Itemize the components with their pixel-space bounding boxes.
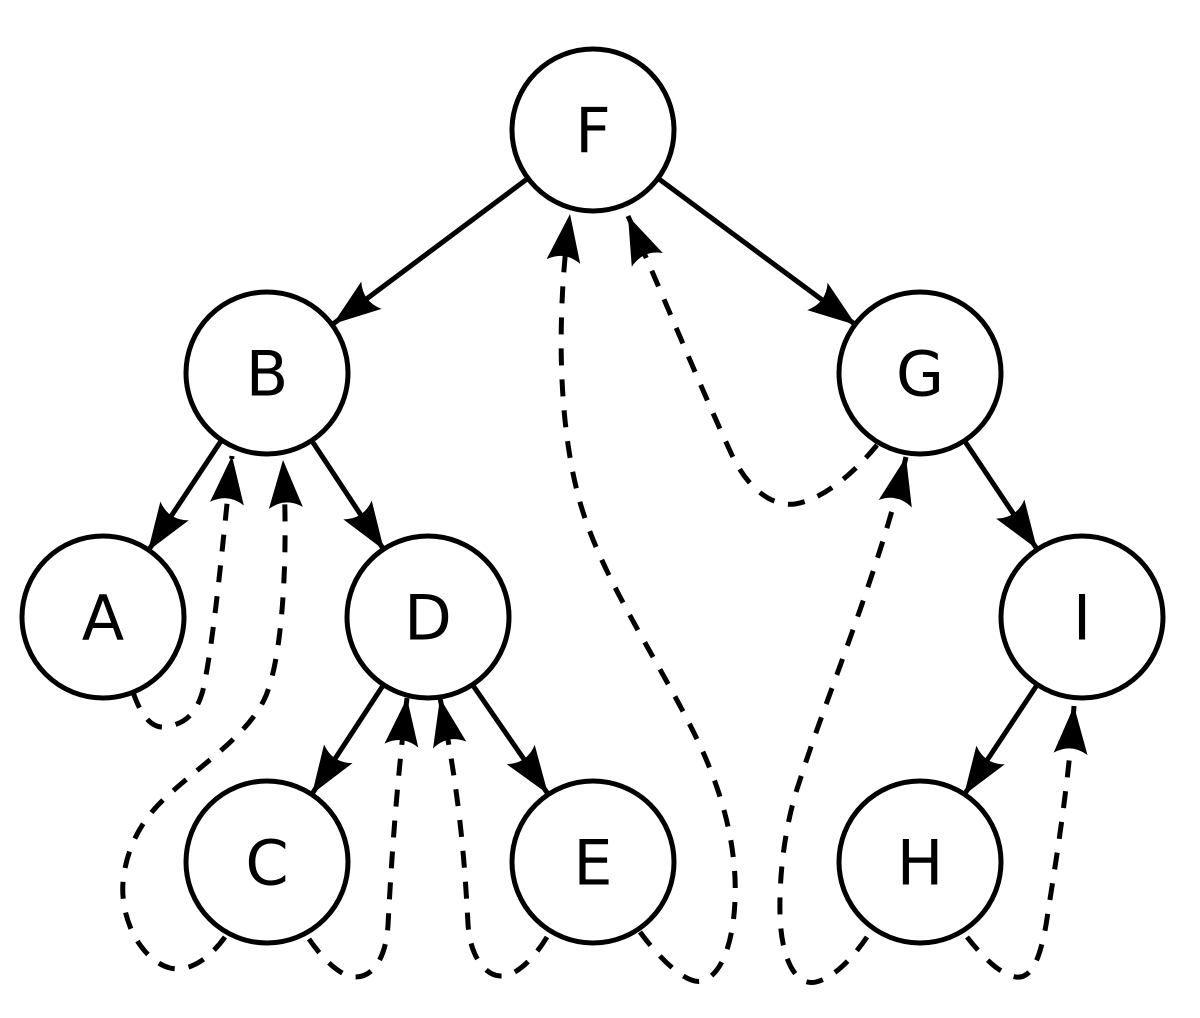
edge-D-to-E	[469, 682, 551, 796]
node-circle-F	[509, 46, 677, 214]
edge-B-to-D	[309, 439, 387, 552]
node-G: G	[836, 289, 1004, 457]
node-C: C	[183, 778, 351, 946]
edge-F-to-G	[657, 176, 858, 328]
edge-B-to-A	[145, 439, 224, 553]
edge-G-to-I	[961, 438, 1040, 551]
thread-E-to-F	[546, 213, 738, 984]
edge-D-to-C	[309, 682, 387, 796]
node-circle-D	[344, 533, 512, 701]
thread-C-to-B	[120, 459, 303, 972]
edge-F-to-B	[331, 176, 529, 327]
node-B: B	[183, 289, 351, 457]
node-label-H: H	[897, 826, 944, 899]
node-D: D	[344, 533, 512, 701]
node-circle-E	[509, 778, 677, 946]
node-label-D: D	[404, 581, 452, 654]
tree-nodes-layer: F B G A D I C E H	[19, 46, 1166, 946]
node-label-A: A	[82, 581, 124, 654]
node-label-E: E	[573, 826, 612, 899]
node-circle-A	[19, 533, 187, 701]
thread-A-to-B	[130, 455, 244, 730]
node-E: E	[509, 778, 677, 946]
thread-C-to-D	[306, 697, 419, 980]
node-circle-B	[183, 289, 351, 457]
node-circle-G	[836, 289, 1004, 457]
thread-H-to-G	[777, 456, 912, 985]
node-A: A	[19, 533, 187, 701]
node-H: H	[836, 778, 1004, 946]
node-I: I	[998, 533, 1166, 701]
dashed-thread-arrows-layer	[120, 213, 1088, 985]
thread-G-to-F	[625, 214, 879, 507]
thread-E-to-D	[433, 697, 550, 979]
node-circle-C	[183, 778, 351, 946]
edge-I-to-H	[961, 683, 1040, 797]
node-F: F	[509, 46, 677, 214]
node-circle-I	[998, 533, 1166, 701]
node-label-I: I	[1073, 581, 1091, 654]
solid-edge-arrows-layer	[145, 176, 1040, 797]
thread-H-to-I	[965, 705, 1088, 980]
node-circle-H	[836, 778, 1004, 946]
node-label-C: C	[245, 826, 288, 899]
node-label-G: G	[896, 337, 944, 410]
node-label-F: F	[575, 94, 611, 167]
node-label-B: B	[246, 337, 289, 410]
